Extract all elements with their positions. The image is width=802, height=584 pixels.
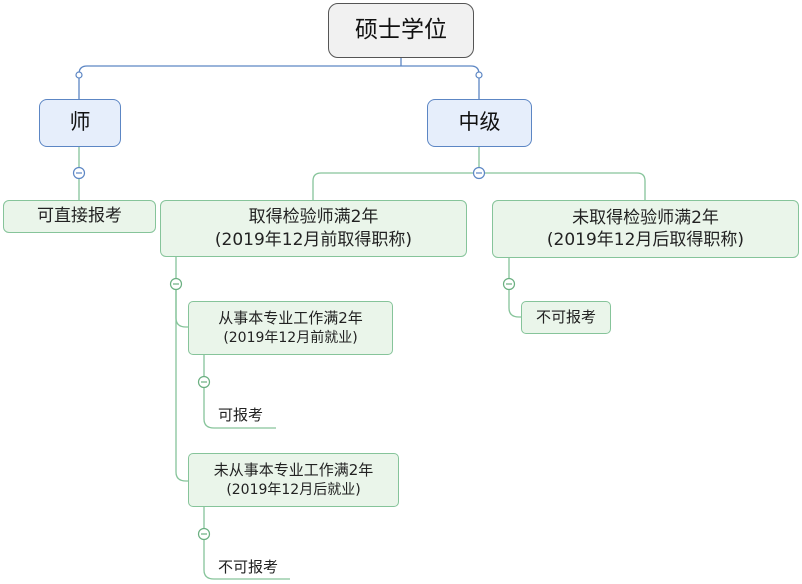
node-label: 不可报考 [535,307,596,326]
node-line1: 未取得检验师满2年 [572,207,719,228]
node-line2: (2019年12月前取得职称) [214,229,413,250]
branch-label: 中级 [458,110,501,135]
minus-circle-icon[interactable] [502,277,516,291]
node-not-engaged-2yrs[interactable]: 未从事本专业工作满2年 (2019年12月后就业) [188,453,399,507]
leaf-label: 可报考 [218,406,264,424]
branch-node-zhongji[interactable]: 中级 [427,99,532,147]
dot-icon [475,71,483,79]
branch-label: 师 [69,110,91,135]
minus-circle-icon[interactable] [472,166,486,180]
minus-circle-icon[interactable] [169,277,183,291]
node-line2: (2019年12月后就业) [226,481,361,498]
node-direct-apply[interactable]: 可直接报考 [3,200,156,233]
leaf-eligible[interactable]: 可报考 [218,404,263,425]
node-result-not-eligible[interactable]: 不可报考 [521,301,611,334]
branch-node-shi[interactable]: 师 [39,99,121,147]
node-engaged-2yrs[interactable]: 从事本专业工作满2年 (2019年12月前就业) [188,301,393,355]
root-label: 硕士学位 [355,16,447,43]
node-line1: 从事本专业工作满2年 [218,309,363,328]
node-obtained-2yrs[interactable]: 取得检验师满2年 (2019年12月前取得职称) [160,200,467,257]
leaf-not-eligible[interactable]: 不可报考 [218,556,278,577]
minus-circle-icon[interactable] [197,527,211,541]
node-line2: (2019年12月后取得职称) [546,230,745,250]
node-line1: 未从事本专业工作满2年 [213,461,374,480]
dot-icon [75,71,83,79]
minus-circle-icon[interactable] [197,375,211,389]
node-line2: (2019年12月前就业) [223,329,358,346]
node-line1: 取得检验师满2年 [248,207,379,228]
leaf-label: 不可报考 [218,558,279,576]
node-not-obtained-2yrs[interactable]: 未取得检验师满2年 (2019年12月后取得职称) [492,200,799,258]
minus-circle-icon[interactable] [72,166,86,180]
node-label: 可直接报考 [37,206,122,227]
root-node[interactable]: 硕士学位 [328,3,474,58]
